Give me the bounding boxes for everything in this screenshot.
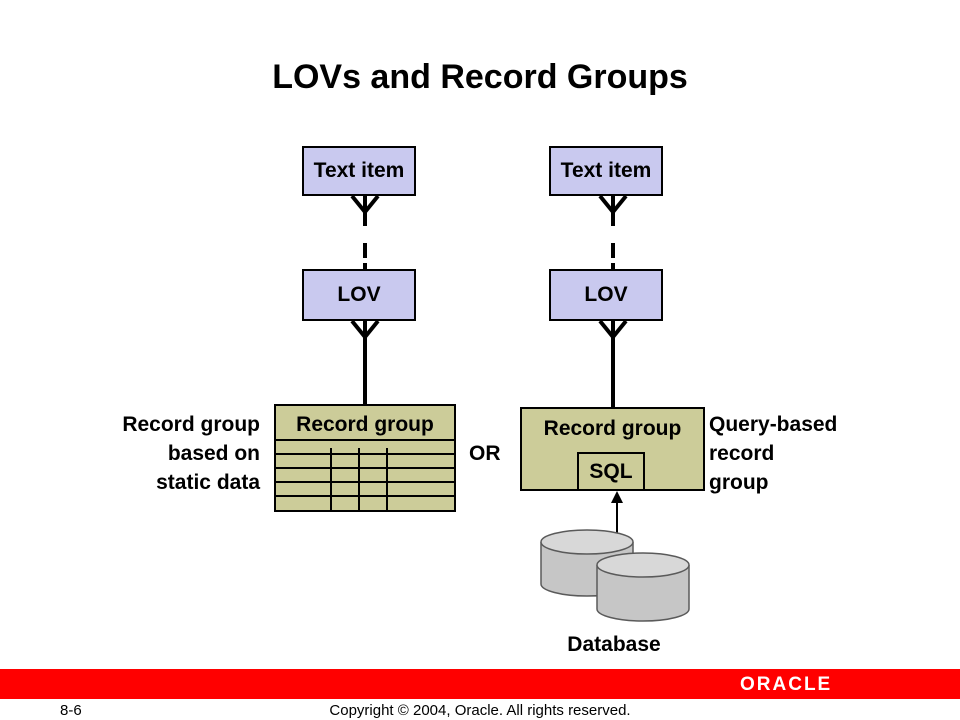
left-lov-label: LOV (337, 283, 381, 306)
oracle-logo: ORACLE (740, 674, 833, 695)
database-icon (540, 529, 690, 622)
right-description-line-3: group (709, 471, 769, 494)
right-record-group-box (520, 407, 705, 491)
sql-label: SQL (589, 460, 633, 483)
left-description-line-1: Record group (122, 413, 260, 436)
right-lov-box: LOV (549, 269, 663, 321)
right-description-line-2: record (709, 442, 775, 465)
database-label: Database (567, 633, 661, 656)
copyright-text: Copyright © 2004, Oracle. All rights res… (329, 702, 631, 719)
left-lov-box: LOV (302, 269, 416, 321)
left-record-group-table (274, 404, 456, 512)
left-description-line-3: static data (156, 471, 260, 494)
right-record-group-label: Record group (543, 417, 682, 440)
page-number: 8-6 (60, 702, 82, 719)
left-record-group-description: Record group based on static data (60, 410, 260, 497)
left-lov-recordgroup-connector (350, 319, 380, 405)
left-text-item-label: Text item (313, 159, 405, 182)
left-description-line-2: based on (167, 442, 260, 465)
right-lov-label: LOV (584, 283, 628, 306)
right-textitem-lov-connector (598, 194, 628, 269)
slide-title: LOVs and Record Groups (272, 58, 688, 96)
right-lov-recordgroup-connector (598, 319, 628, 408)
footer-bar (0, 669, 960, 699)
right-text-item-label: Text item (560, 159, 652, 182)
or-label: OR (469, 442, 501, 465)
right-record-group-description: Query-based record group (709, 410, 837, 497)
right-description-line-1: Query-based (709, 413, 838, 436)
left-textitem-lov-connector (350, 194, 380, 269)
left-text-item-box: Text item (302, 146, 416, 196)
left-record-group-label: Record group (296, 413, 434, 436)
right-text-item-box: Text item (549, 146, 663, 196)
